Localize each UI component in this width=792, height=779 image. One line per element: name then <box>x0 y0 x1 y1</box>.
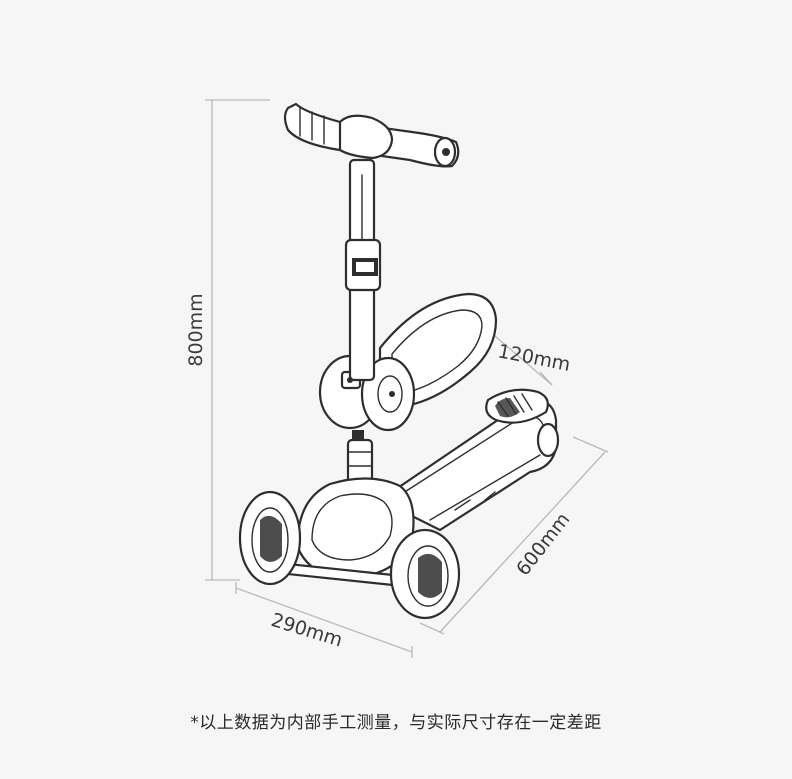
dimension-lines <box>205 99 609 658</box>
width-dimension-label: 290mm <box>268 609 345 651</box>
kick-scooter-icon <box>238 102 560 620</box>
footnote-text: *以上数据为内部手工测量，与实际尺寸存在一定差距 <box>190 713 602 733</box>
seat-width-dimension-label: 120mm <box>496 340 572 376</box>
height-dimension-label: 800mm <box>185 293 207 366</box>
